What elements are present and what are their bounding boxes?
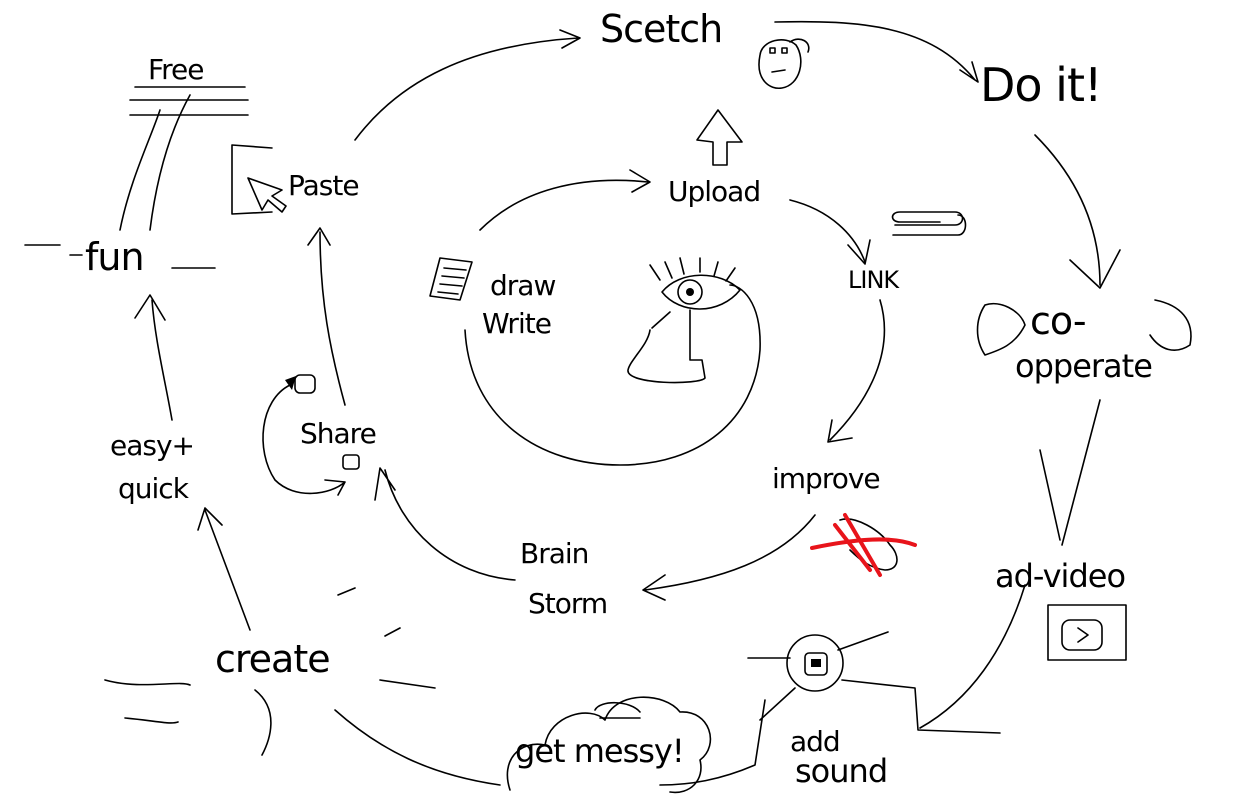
speaker-icon	[747, 631, 1001, 734]
node-co-operate-line2: opperate	[1015, 347, 1153, 385]
arrow-easy-to-fun	[134, 294, 173, 421]
node-sketch: Scetch	[600, 7, 723, 51]
video-screen-icon	[1047, 604, 1127, 661]
arrow-upload-to-link	[789, 199, 871, 265]
node-ad-video: ad-video	[995, 557, 1126, 595]
node-share: Share	[300, 417, 377, 450]
share-loop	[262, 384, 346, 496]
node-link: LINK	[848, 266, 899, 294]
node-co-operate-line1: co-	[1030, 299, 1087, 343]
fun-dashes	[24, 244, 216, 269]
node-add-sound-line2: sound	[795, 752, 888, 790]
node-draw-write-line1: draw	[490, 269, 556, 302]
arrow-free-to-paste	[354, 29, 581, 141]
free-underlines	[129, 86, 249, 116]
arrow-messy-to-create	[334, 709, 501, 786]
arrow-create-to-easy	[197, 507, 251, 631]
node-easy-quick-line2: quick	[118, 472, 189, 505]
crossed-out-scissors-icon	[810, 513, 917, 577]
node-do-it: Do it!	[980, 58, 1102, 112]
arrow-link-to-improve	[827, 299, 886, 443]
node-upload: Upload	[668, 175, 761, 208]
arrow-sketch-to-doit	[774, 20, 979, 83]
cloud-icon	[506, 696, 712, 794]
upload-arrow-icon	[696, 109, 743, 166]
arrow-cooperate-to-advideo	[1039, 399, 1101, 546]
node-brain-storm-line2: Storm	[528, 587, 608, 620]
arrow-draw-to-upload	[479, 169, 651, 231]
eye-icon	[627, 257, 741, 384]
arrow-share-to-paste	[307, 227, 346, 406]
node-brain-storm-line1: Brain	[520, 537, 589, 570]
cursor-icon	[231, 144, 287, 215]
arrow-sound-to-messy	[659, 699, 766, 786]
arrow-brainstorm-to-share	[374, 467, 516, 581]
arrow-advideo-to-sound	[919, 584, 1026, 729]
node-fun: fun	[85, 235, 145, 279]
hands-icon	[976, 299, 1192, 356]
create-sketch-lines	[104, 587, 436, 756]
face-icon	[758, 38, 810, 89]
node-easy-quick-line1: easy+	[110, 429, 195, 462]
arrow-improve-to-brainstorm	[642, 514, 816, 601]
node-draw-write-line2: Write	[482, 307, 552, 340]
node-paste: Paste	[288, 169, 360, 202]
inner-swirl	[464, 284, 761, 466]
arrow-fun-to-free	[119, 94, 191, 231]
node-create: create	[215, 637, 331, 681]
node-improve: improve	[772, 462, 881, 495]
arrow-doit-to-cooperate	[1034, 134, 1121, 289]
node-get-messy: get messy!	[515, 732, 685, 770]
share-node-icon	[285, 374, 360, 470]
node-free: Free	[148, 53, 204, 86]
document-icon	[429, 257, 473, 301]
node-add-sound-line1: add	[790, 725, 841, 758]
paperclip-icon	[891, 211, 967, 236]
